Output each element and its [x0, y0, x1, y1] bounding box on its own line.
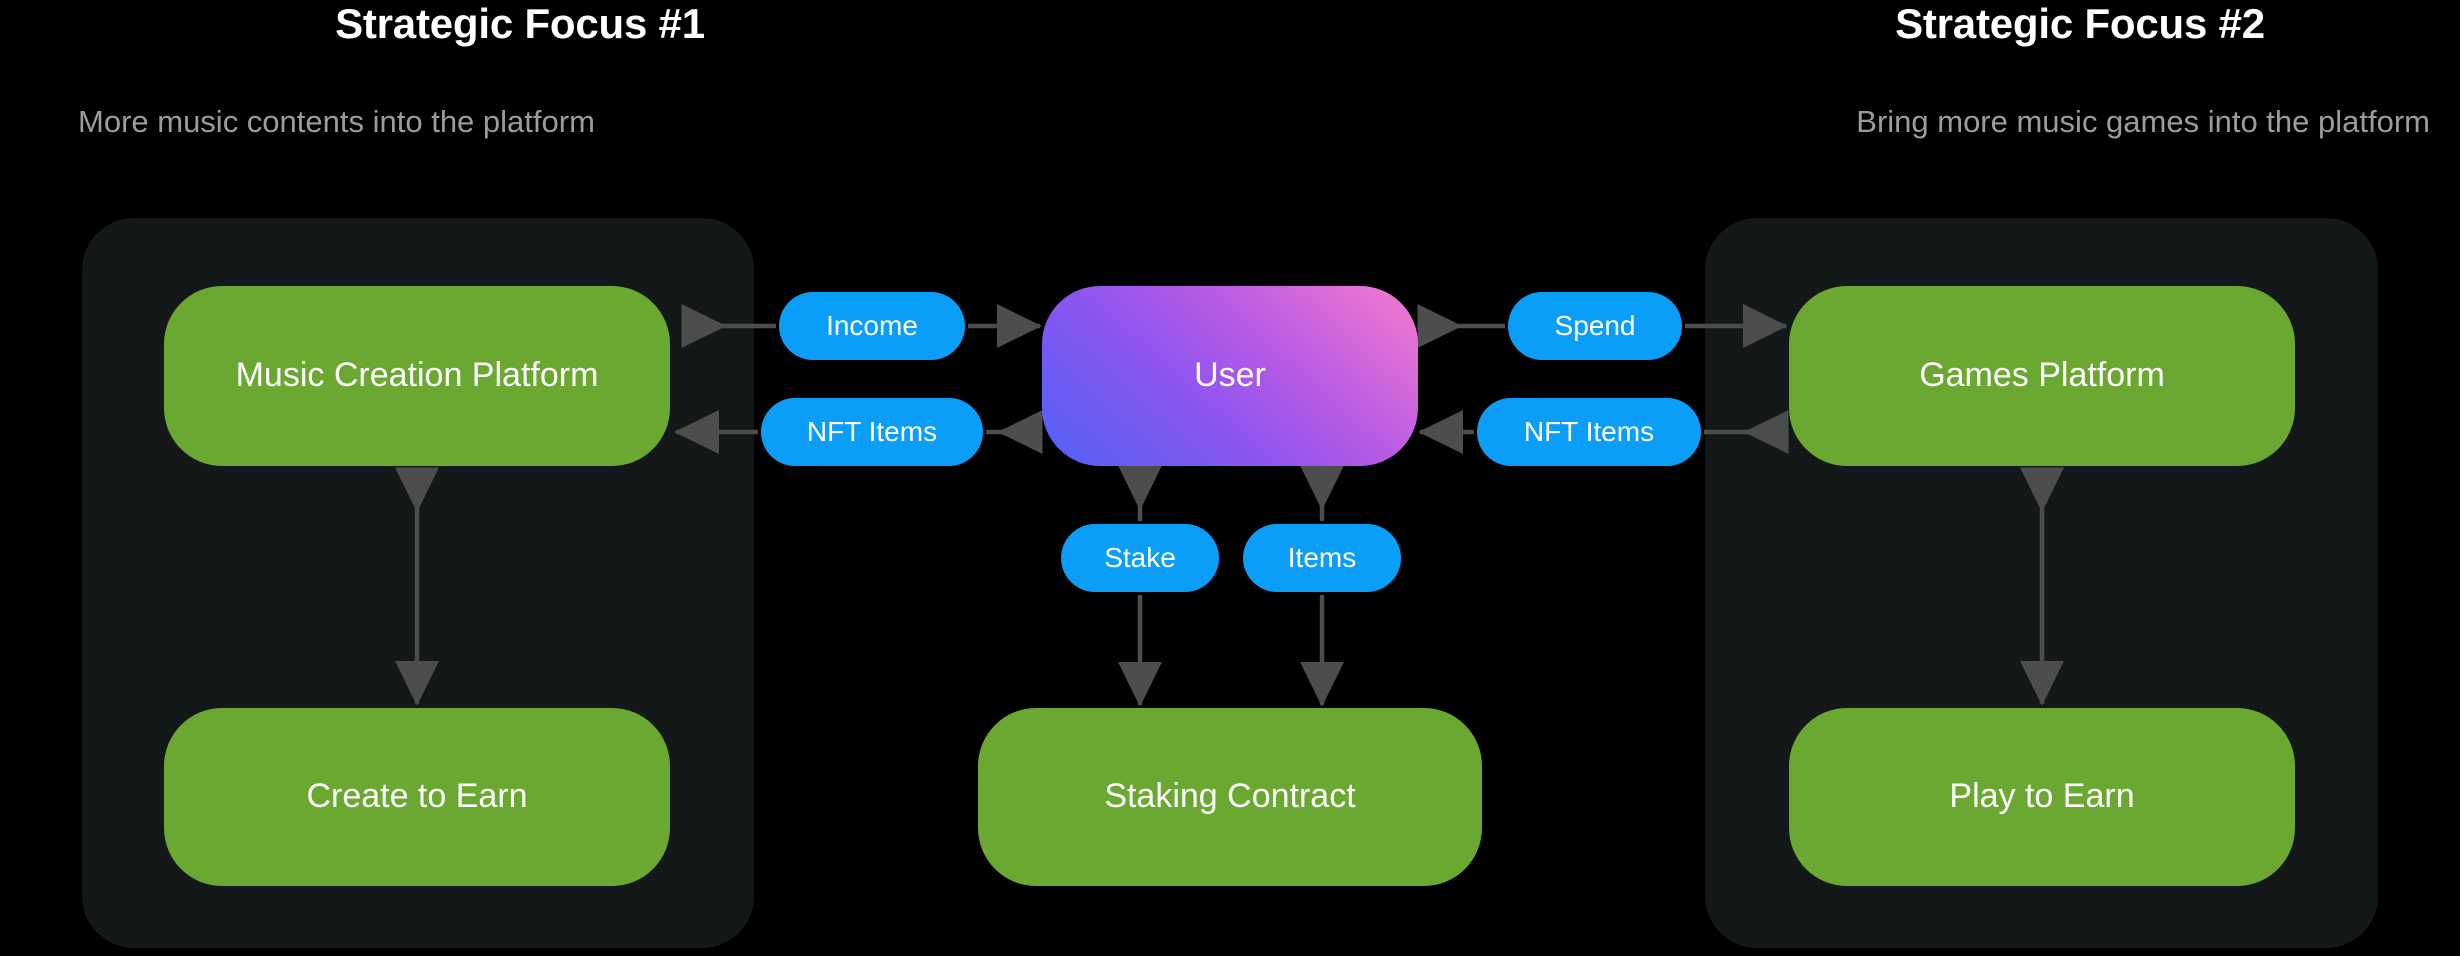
pill-label: Items — [1287, 542, 1357, 573]
node-label: Games Platform — [1919, 356, 2165, 395]
node-label: Staking Contract — [1104, 777, 1356, 816]
edge-label-income[interactable]: Income — [779, 292, 965, 360]
pill-label: Spend — [1554, 310, 1636, 341]
node-create-to-earn[interactable]: Create to Earn — [164, 708, 670, 886]
edge-label-nft-items-left[interactable]: NFT Items — [761, 398, 983, 466]
edge-label-items[interactable]: Items — [1243, 524, 1401, 592]
edge-label-nft-items-right[interactable]: NFT Items — [1477, 398, 1701, 466]
node-label: Play to Earn — [1949, 777, 2135, 816]
edge-label-spend[interactable]: Spend — [1508, 292, 1682, 360]
node-label: Create to Earn — [306, 777, 528, 816]
pill-label: Stake — [1104, 542, 1176, 573]
pill-label: NFT Items — [806, 416, 938, 447]
strategic-focus-2-title: Strategic Focus #2 — [1895, 0, 2265, 47]
pill-label: Income — [826, 310, 918, 341]
node-label: Music Creation Platform — [235, 356, 599, 395]
node-label: User — [1194, 356, 1266, 395]
node-games-platform[interactable]: Games Platform — [1789, 286, 2295, 466]
edge-label-stake[interactable]: Stake — [1061, 524, 1219, 592]
node-play-to-earn[interactable]: Play to Earn — [1789, 708, 2295, 886]
strategic-focus-1-subtitle: More music contents into the platform — [78, 104, 595, 139]
pill-label: NFT Items — [1523, 416, 1655, 447]
strategic-focus-2-subtitle: Bring more music games into the platform — [1856, 104, 2430, 139]
node-user[interactable]: User — [1042, 286, 1418, 466]
node-music-creation-platform[interactable]: Music Creation Platform — [164, 286, 670, 466]
strategic-focus-1-title: Strategic Focus #1 — [335, 0, 705, 47]
node-staking-contract[interactable]: Staking Contract — [978, 708, 1482, 886]
